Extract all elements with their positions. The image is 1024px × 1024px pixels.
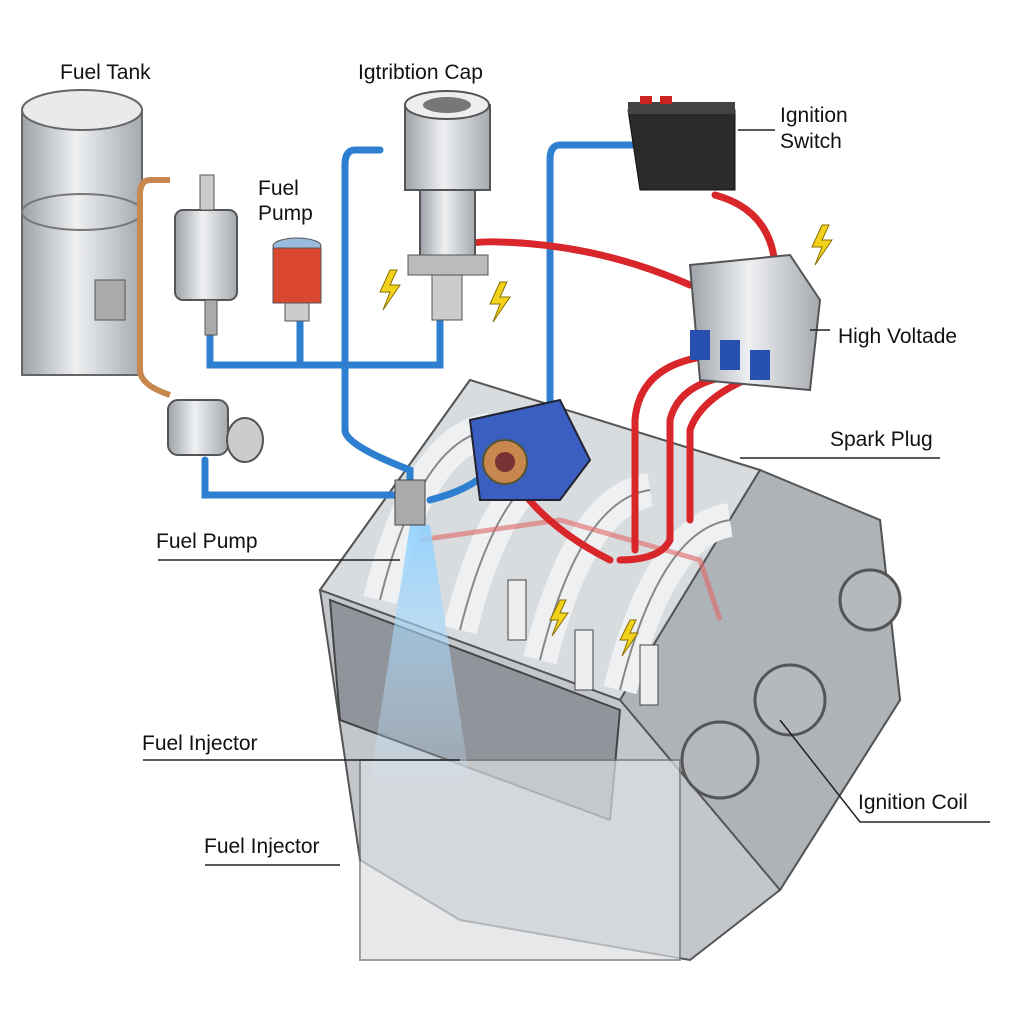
label-ignition-switch-line2: Switch: [780, 130, 842, 153]
fuel-lines: [201, 141, 644, 504]
label-high-voltage: High Voltade: [838, 325, 958, 348]
copper-line: [137, 177, 171, 398]
label-fuel-injector-2: Fuel Injector: [204, 835, 320, 858]
label-fuel-tank: Fuel Tank: [60, 61, 151, 84]
fuel-tank: [21, 89, 143, 376]
fuel-pump-lower: [167, 399, 264, 463]
label-spark-plug: Spark Plug: [830, 428, 933, 451]
battery: [627, 96, 736, 191]
label-fuel-injector-1: Fuel Injector: [142, 732, 258, 755]
fuel-spray: [370, 525, 470, 780]
engine-block: [318, 378, 902, 962]
distributor: [404, 90, 491, 321]
spark-plugs: [507, 579, 659, 706]
label-ignition-switch-line1: Ignition: [780, 104, 848, 127]
fuel-pump-component: [174, 174, 238, 336]
label-fuel-pump-top-line2: Pump: [258, 202, 313, 225]
leader-lines: [143, 129, 990, 866]
fuel-filter: [272, 237, 322, 322]
throttle-body: [468, 398, 592, 501]
label-fuel-pump: Fuel Pump: [156, 530, 258, 553]
label-ignition-cap: Igtribtion Cap: [358, 61, 483, 84]
label-fuel-pump-top-line1: Fuel: [258, 177, 299, 200]
label-ignition-coil: Ignition Coil: [858, 791, 968, 814]
injector: [394, 479, 426, 526]
lightning-bolt-icons: [379, 224, 833, 657]
coil-pack: [688, 253, 822, 392]
